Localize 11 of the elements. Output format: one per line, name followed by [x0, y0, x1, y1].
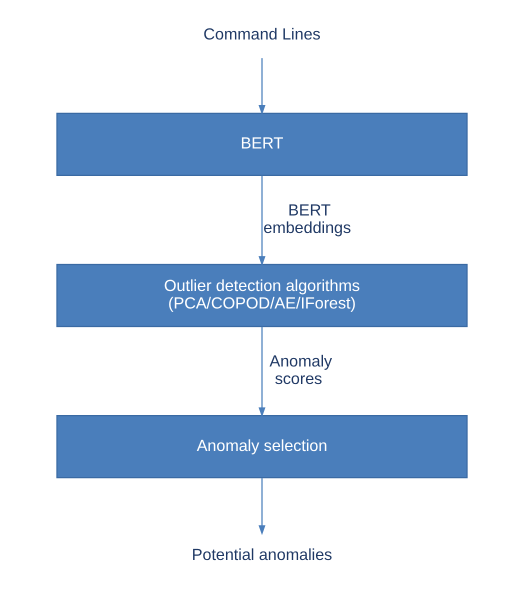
node-text: Command Lines — [202, 26, 320, 44]
node-box: BERT — [56, 112, 468, 176]
arrow — [258, 58, 265, 115]
edge-label: Anomaly scores — [268, 352, 332, 388]
node-box: Anomaly selection — [56, 415, 468, 478]
arrow — [258, 478, 265, 536]
arrow — [258, 176, 265, 266]
arrow — [258, 326, 265, 418]
node-text: Potential anomalies — [191, 546, 332, 564]
edge-label: BERT embeddings — [262, 201, 351, 237]
node-box: Outlier detection algorithms (PCA/COPOD/AE/IForest) — [56, 264, 468, 328]
